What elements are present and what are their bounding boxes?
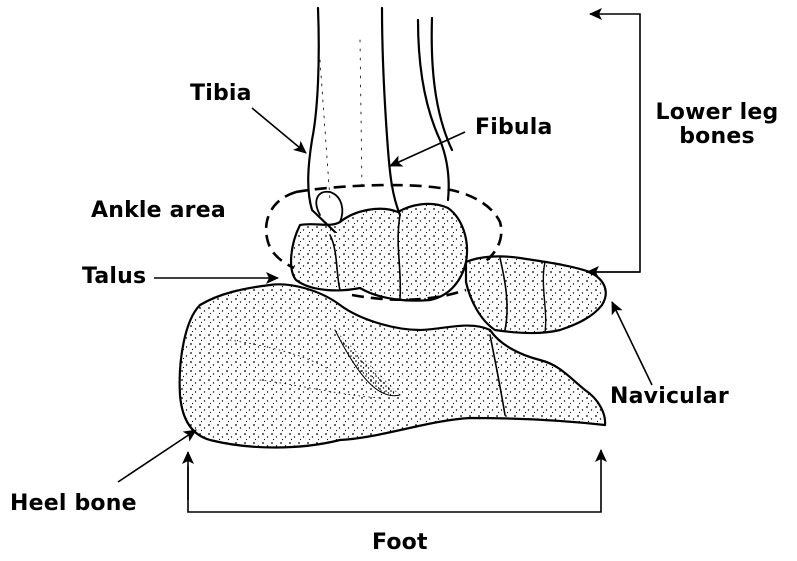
foot-bracket	[188, 450, 601, 512]
heel-bone-label: Heel bone	[10, 492, 137, 516]
lower-leg-label-line1: Lower leg	[652, 101, 782, 125]
tibia-label: Tibia	[190, 82, 252, 106]
navicular-bone	[466, 256, 606, 333]
lower-leg-label-line2: bones	[652, 125, 782, 149]
fibula-pointer	[390, 132, 465, 166]
foot-label: Foot	[372, 531, 428, 555]
fibula-bone	[418, 18, 452, 200]
fibula-label: Fibula	[475, 116, 553, 140]
talus-label: Talus	[82, 265, 146, 289]
bones-illustration	[180, 8, 606, 448]
heel-bone-pointer	[118, 430, 196, 482]
tibia-bone	[308, 8, 400, 232]
navicular-label: Navicular	[610, 385, 729, 409]
lower-leg-bracket	[586, 14, 640, 272]
navicular-pointer	[612, 302, 652, 385]
ankle-area-label: Ankle area	[91, 199, 226, 223]
lower-leg-bones-label: Lower leg bones	[652, 101, 782, 149]
tibia-pointer	[252, 108, 306, 153]
talus-bone	[291, 192, 467, 301]
